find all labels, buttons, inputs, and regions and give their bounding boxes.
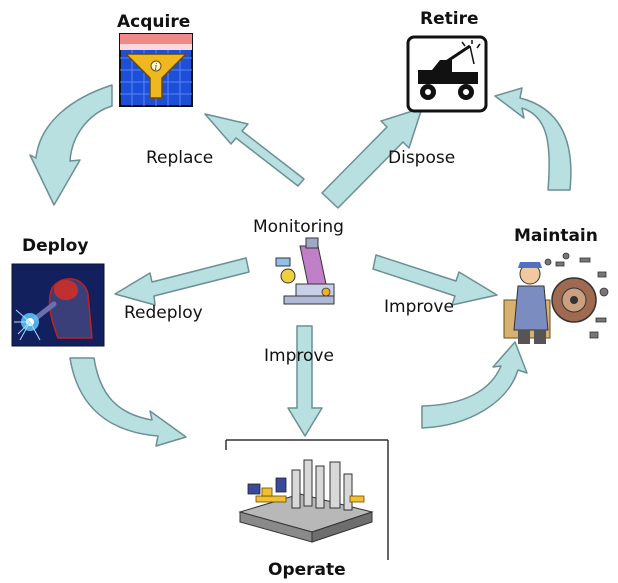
funnel-icon: i xyxy=(119,33,193,107)
arrow-improve-maintain xyxy=(372,254,498,306)
arrow-replace xyxy=(204,113,305,187)
stage-label-operate: Operate xyxy=(268,560,346,580)
svg-text:i: i xyxy=(155,63,158,73)
stage-label-acquire: Acquire xyxy=(117,12,191,32)
tow-truck-icon xyxy=(406,35,488,113)
arrow-improve-operate xyxy=(287,325,323,437)
action-label-improve-operate: Improve xyxy=(264,346,334,366)
cycle-arrow-maintain-to-retire xyxy=(494,87,572,191)
cycle-arrow-operate-to-maintain xyxy=(421,341,528,429)
arrow-dispose xyxy=(321,107,423,209)
microscope-icon xyxy=(275,237,335,305)
action-label-improve-maintain: Improve xyxy=(384,297,454,317)
factory-icon xyxy=(238,459,374,543)
operate-frame xyxy=(225,439,389,560)
stage-label-monitoring: Monitoring xyxy=(253,217,344,237)
action-label-dispose: Dispose xyxy=(388,148,456,168)
arrow-redeploy xyxy=(114,257,250,306)
cycle-arrow-deploy-to-operate xyxy=(69,357,187,447)
cycle-arrow-acquire-to-deploy xyxy=(29,84,113,206)
action-label-replace: Replace xyxy=(146,148,214,168)
stage-label-retire: Retire xyxy=(420,9,479,29)
stage-label-maintain: Maintain xyxy=(514,226,598,246)
stage-label-deploy: Deploy xyxy=(22,236,89,256)
action-label-redeploy: Redeploy xyxy=(124,303,203,323)
mechanic-icon xyxy=(503,252,609,344)
welder-icon xyxy=(11,263,105,347)
